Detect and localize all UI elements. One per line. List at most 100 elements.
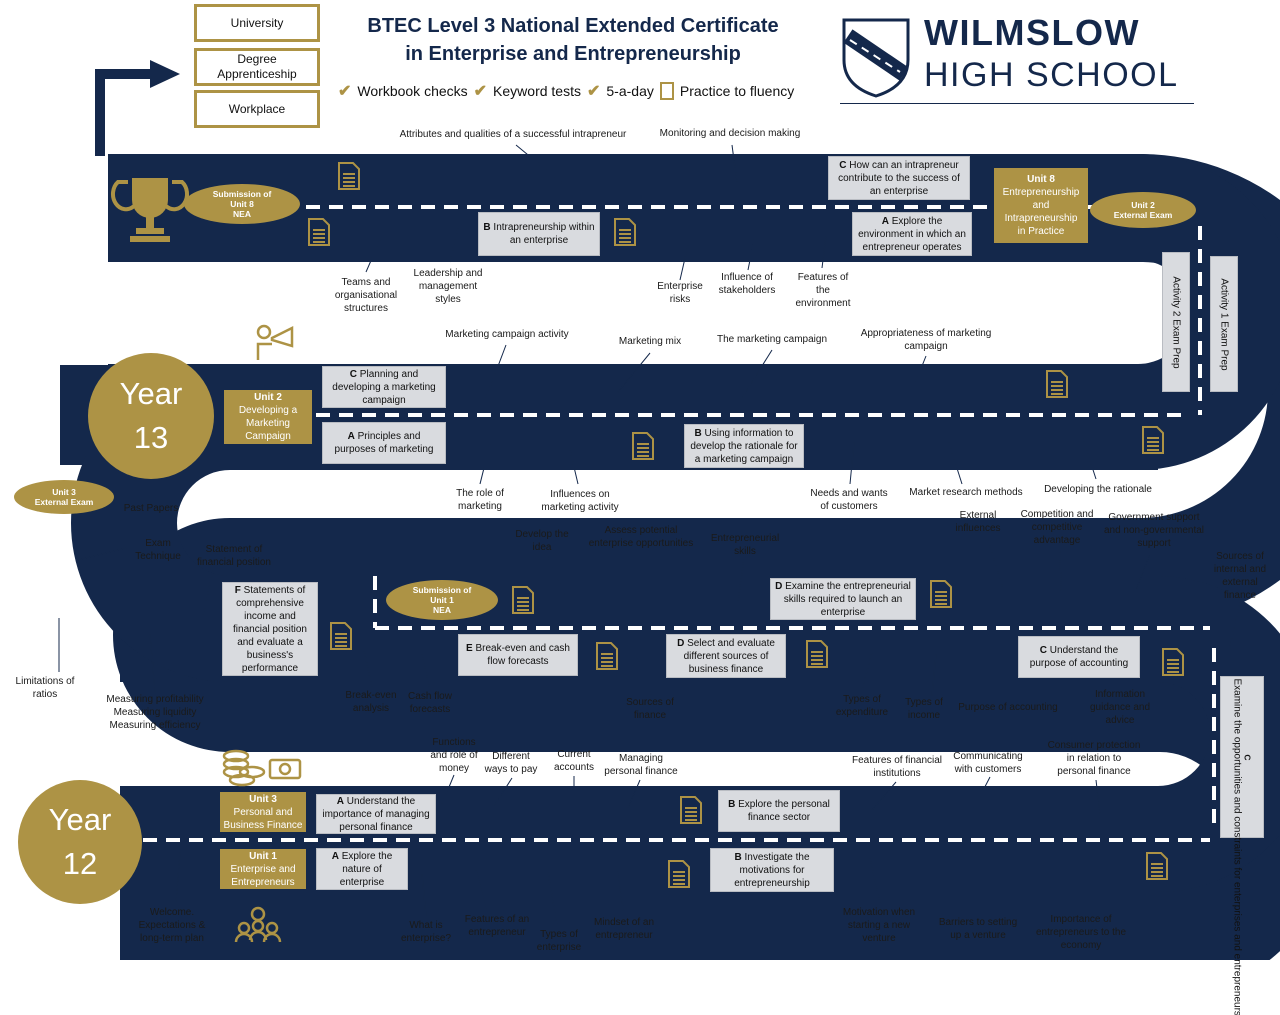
lo-letter: C	[1242, 753, 1253, 761]
lo-unit1-d: D Examine the entrepreneurial skills req…	[770, 578, 916, 620]
topic-label: Needs and wants of customers	[810, 488, 888, 512]
lo-text: Explore the environment in which an entr…	[858, 215, 966, 253]
topic-label: Information guidance and advice	[1089, 689, 1151, 726]
coins-icon	[222, 749, 266, 787]
header-divider	[840, 103, 1194, 104]
check-icon: ✔	[586, 83, 601, 100]
unit-code: Unit 8	[1027, 174, 1055, 185]
lo-letter: B	[734, 851, 742, 863]
school-crest-logo	[842, 18, 910, 98]
check-label: Workbook checks	[357, 83, 468, 99]
check-icon: ✔	[473, 83, 488, 100]
document-icon	[1142, 426, 1164, 454]
check-label: 5-a-day	[606, 83, 654, 99]
lo-text: Select and evaluate different sources of…	[683, 637, 775, 675]
lo-unit3-d: D Select and evaluate different sources …	[666, 634, 786, 678]
lo-letter: A	[881, 215, 889, 227]
topic-label: Influences on marketing activity	[541, 489, 619, 513]
topic-label: Past Papers	[123, 503, 179, 514]
lo-text: Understand the purpose of accounting	[1029, 645, 1129, 669]
document-icon	[1046, 370, 1068, 398]
topic-label: Government support and non-governmental …	[1103, 512, 1205, 549]
document-icon	[330, 622, 352, 650]
lo-letter: D	[775, 580, 783, 592]
topic-label: Market research methods	[909, 487, 1023, 498]
topic-label: The marketing campaign	[716, 334, 828, 345]
lo-text: How can an intrapreneur contribute to th…	[838, 159, 960, 197]
lo-letter: F	[234, 584, 241, 596]
topic-label: Entrepreneurial skills	[710, 533, 780, 557]
team-idea-icon	[234, 906, 282, 943]
activity-1-exam-prep: Activity 1 Exam Prep	[1210, 256, 1238, 392]
lo-text: Principles and purposes of marketing	[334, 431, 434, 455]
school-name-line1: WILMSLOW	[924, 12, 1140, 53]
lo-text: Examine the opportunities and constraint…	[1231, 678, 1243, 1015]
lo-unit8-b: B Intrapreneurship within an enterprise	[478, 212, 600, 256]
check-label: Keyword tests	[493, 83, 581, 99]
lo-letter: E	[466, 643, 473, 654]
lo-text: Statements of comprehensive income and f…	[233, 584, 307, 674]
topic-label: Teams and organisational structures	[334, 277, 398, 314]
document-icon	[632, 432, 654, 460]
page-title: BTEC Level 3 National Extended Certifica…	[367, 15, 779, 65]
document-icon	[614, 218, 636, 246]
lo-unit1-c: C Examine the opportunities and constrai…	[1220, 676, 1264, 1015]
topic-label: Motivation when starting a new venture	[842, 907, 916, 944]
topic-label: Sources of finance	[626, 697, 674, 721]
topic-label: Types of income	[905, 697, 943, 721]
lo-unit3-a: A Understand the importance of managing …	[316, 794, 436, 834]
topic-label: Current accounts	[553, 749, 595, 773]
topic-label: Types of expenditure	[835, 694, 889, 718]
topic-label: Communicating with customers	[953, 751, 1023, 775]
prep-label: Activity 1 Exam Prep	[1218, 277, 1230, 371]
lo-unit2-b: B Using information to develop the ratio…	[684, 424, 804, 468]
lo-unit8-c: C How can an intrapreneur contribute to …	[828, 156, 970, 200]
lo-unit3-b: B Explore the personal finance sector	[718, 790, 840, 832]
road-path	[58, 60, 1280, 960]
lo-text: Break-even and cash flow forecasts	[472, 643, 570, 667]
topic-label: Barriers to setting up a venture	[938, 917, 1018, 941]
lo-letter: C	[839, 159, 847, 171]
trophy-icon	[111, 178, 189, 242]
lo-letter: D	[677, 637, 685, 649]
topic-label: Marketing mix	[618, 336, 682, 347]
lo-letter: B	[728, 799, 736, 810]
topic-label: Enterprise risks	[657, 281, 703, 305]
topic-label: Limitations of ratios	[15, 676, 75, 700]
year-12-badge: Year 12	[18, 780, 142, 904]
unit-8-label: Unit 8 Entrepreneurship and Intrapreneurs…	[994, 168, 1088, 243]
lo-text: Explore the nature of enterprise	[338, 850, 393, 888]
lo-letter: A	[331, 850, 339, 862]
lo-text: Explore the personal finance sector	[735, 799, 830, 823]
lo-text: Understand the importance of managing pe…	[322, 795, 430, 833]
lo-unit3-e: E Break-even and cash flow forecasts	[458, 634, 578, 676]
topic-label: Developing the rationale	[1044, 484, 1152, 495]
topic-label: Features of the environment	[795, 272, 851, 309]
topic-label: Welcome. Expectations & long-term plan	[138, 907, 206, 944]
document-icon	[338, 162, 360, 190]
document-icon	[680, 796, 702, 824]
topic-label: Monitoring and decision making	[659, 128, 801, 139]
school-name-line2: HIGH SCHOOL	[924, 56, 1179, 94]
unit-2-exam-badge: Unit 2 External Exam	[1090, 192, 1196, 228]
unit-code: Unit 2	[254, 392, 282, 403]
unit-code: Unit 1	[249, 850, 277, 862]
document-icon	[512, 586, 534, 614]
topic-label: Cash flow forecasts	[408, 691, 452, 715]
document-icon	[659, 82, 674, 100]
lo-letter: A	[347, 431, 355, 442]
unit-name: Enterprise and Entrepreneurs	[230, 863, 296, 888]
lo-unit2-c: C Planning and developing a marketing ca…	[322, 366, 446, 408]
activity-2-exam-prep: Activity 2 Exam Prep	[1162, 252, 1190, 392]
topic-label: Marketing campaign activity	[445, 329, 569, 340]
topic-label: Features of financial institutions	[851, 755, 943, 779]
topic-label: Features of an entrepreneur	[464, 914, 530, 938]
submission-unit-8-badge: Submission of Unit 8 NEA	[184, 184, 300, 224]
topic-label: Purpose of accounting	[958, 702, 1058, 713]
lo-letter: B	[483, 222, 491, 233]
checks-row: ✔Workbook checks ✔Keyword tests ✔5-a-day…	[338, 80, 794, 102]
unit-name: Entrepreneurship and Intrapreneurship in…	[1002, 187, 1080, 237]
lo-text: Using information to develop the rationa…	[690, 427, 798, 465]
